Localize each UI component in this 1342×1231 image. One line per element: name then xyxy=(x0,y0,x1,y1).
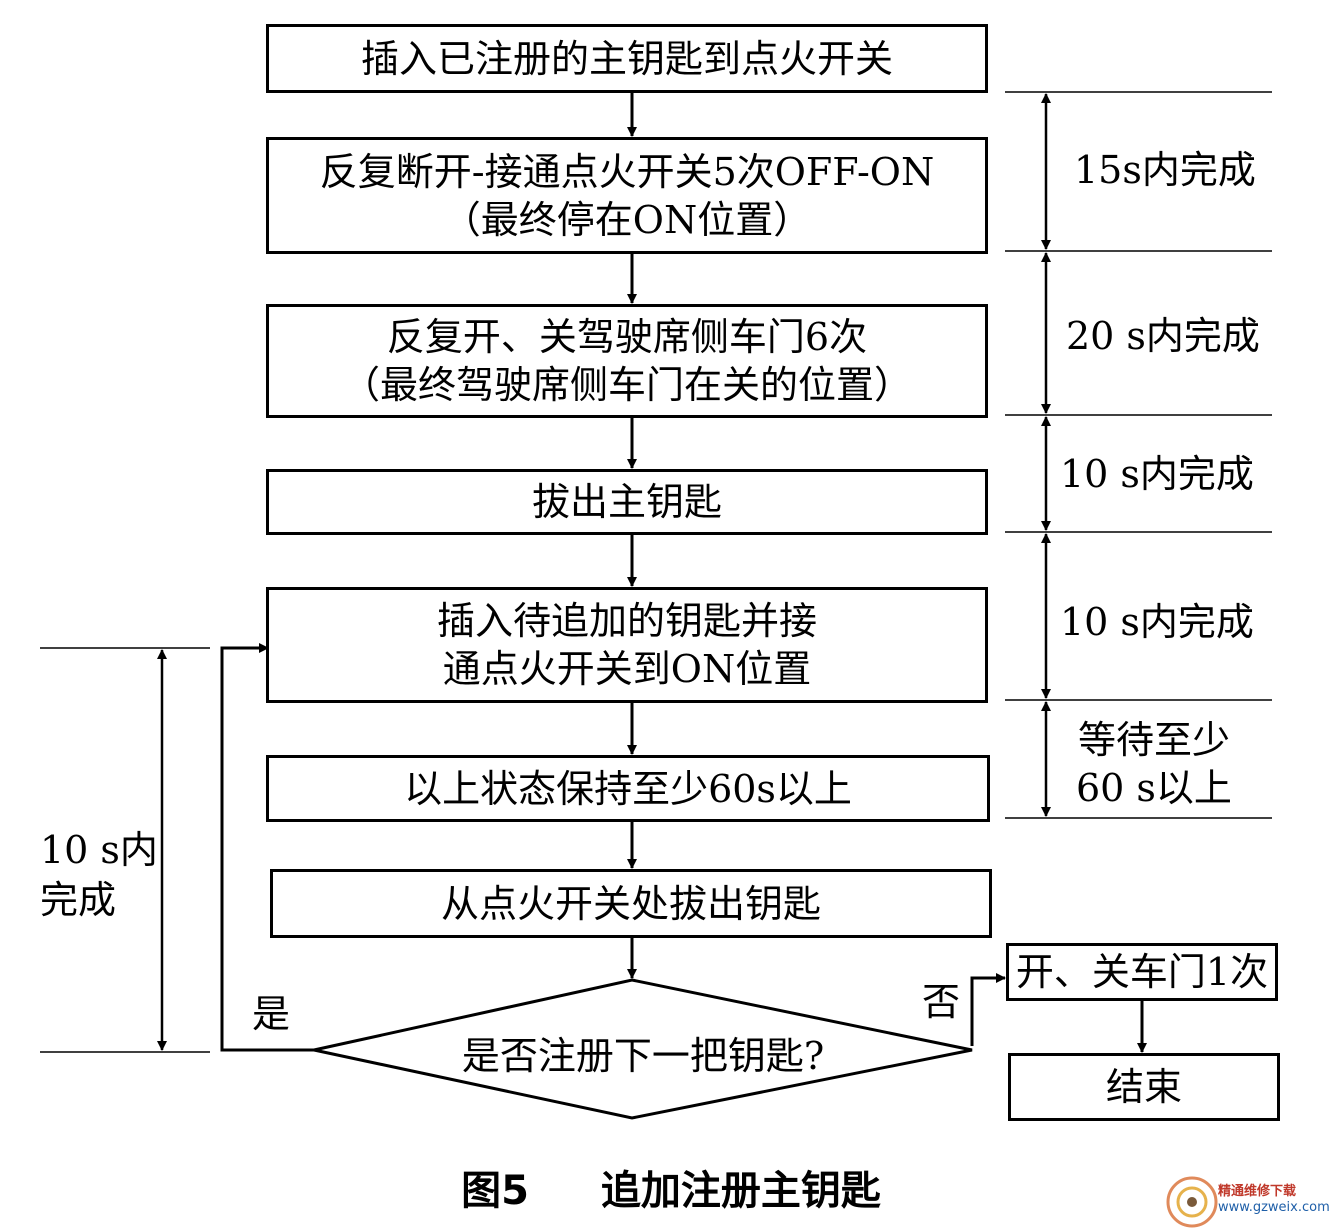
figure-number: 图5 xyxy=(461,1168,529,1214)
figure-caption: 图5 追加注册主钥匙 xyxy=(0,1158,1342,1216)
door-once-box: 开、关车门1次 xyxy=(1006,943,1278,1001)
yes-label: 是 xyxy=(252,992,291,1036)
watermark-url: www.gzweix.com xyxy=(1218,1200,1330,1215)
step-insert-registered-key: 插入已注册的主钥匙到点火开关 xyxy=(266,24,988,93)
step-text: （最终停在ON位置） xyxy=(442,197,812,242)
step-text: 从点火开关处拔出钥匙 xyxy=(440,881,821,926)
step-text: 反复开、关驾驶席侧车门6次 xyxy=(386,315,868,359)
decision-diamond xyxy=(313,978,973,1120)
end-box: 结束 xyxy=(1008,1053,1280,1121)
figure-title: 追加注册主钥匙 xyxy=(600,1168,881,1214)
end-text: 结束 xyxy=(1105,1065,1182,1109)
step-remove-key: 从点火开关处拔出钥匙 xyxy=(270,869,992,938)
no-branch-line xyxy=(970,973,1006,1046)
step-toggle-ignition: 反复断开-接通点火开关5次OFF-ON （最终停在ON位置） xyxy=(266,137,988,254)
step-toggle-driver-door: 反复开、关驾驶席侧车门6次 （最终驾驶席侧车门在关的位置） xyxy=(266,304,988,418)
step-insert-new-key: 插入待追加的钥匙并接 通点火开关到ON位置 xyxy=(266,587,988,703)
step-text: 插入已注册的主钥匙到点火开关 xyxy=(360,36,893,81)
yes-loop-line xyxy=(220,643,314,1052)
step-text: 拔出主钥匙 xyxy=(531,480,722,524)
watermark-text: 精通维修下载 www.gzweix.com xyxy=(1218,1184,1336,1216)
step-remove-master-key: 拔出主钥匙 xyxy=(266,469,988,535)
watermark-logo-icon xyxy=(1166,1176,1218,1228)
loop-timing-line1: 10 s内 xyxy=(40,828,158,872)
step-text: 插入待追加的钥匙并接 xyxy=(436,599,817,643)
timing-label-wait-line1: 等待至少 xyxy=(1078,718,1231,762)
timing-label-20s: 20 s内完成 xyxy=(1066,314,1260,358)
step-hold-state: 以上状态保持至少60s以上 xyxy=(266,755,990,822)
decision-question: 是否注册下一把钥匙? xyxy=(461,1033,825,1078)
step-text: 反复断开-接通点火开关5次OFF-ON xyxy=(319,149,935,194)
timing-label-wait-line2: 60 s以上 xyxy=(1076,766,1232,810)
step-text: 以上状态保持至少60s以上 xyxy=(404,766,852,811)
step-text: 通点火开关到ON位置 xyxy=(442,647,812,691)
timing-label-10s-a: 10 s内完成 xyxy=(1060,452,1254,496)
no-label: 否 xyxy=(922,980,961,1024)
step-text: （最终驾驶席侧车门在关的位置） xyxy=(341,363,912,407)
loop-timing-line2: 完成 xyxy=(40,878,117,922)
timing-label-10s-b: 10 s内完成 xyxy=(1060,600,1254,644)
timing-label-15s: 15s内完成 xyxy=(1074,148,1256,192)
door-once-text: 开、关车门1次 xyxy=(1015,950,1269,994)
watermark-name: 精通维修下载 xyxy=(1218,1184,1297,1199)
